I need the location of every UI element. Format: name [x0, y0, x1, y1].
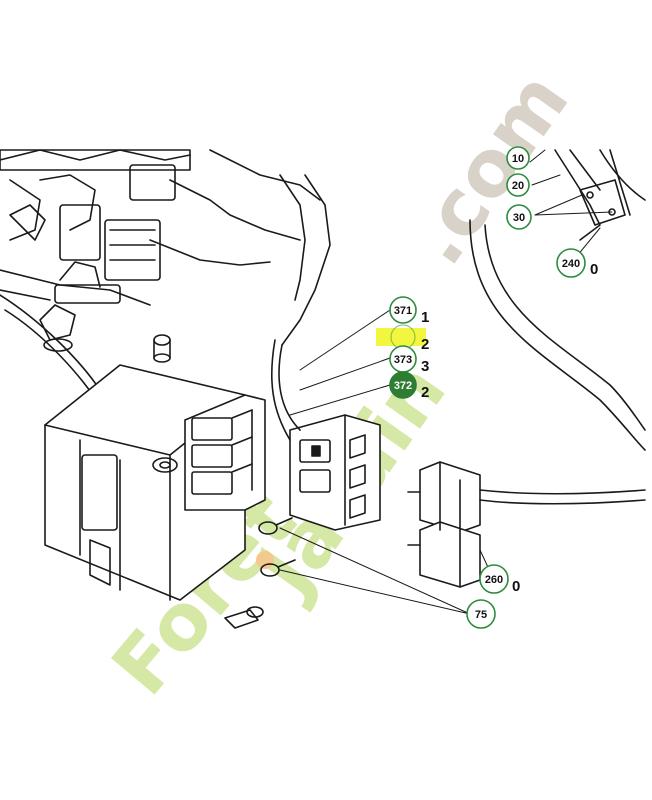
callout-372-qty: 2: [421, 384, 429, 401]
callout-371[interactable]: 371 1: [389, 296, 429, 326]
callout-20[interactable]: 20: [506, 173, 530, 197]
watermark-com: .com: [392, 57, 587, 281]
callout-20-number: 20: [512, 180, 524, 192]
callout-260-qty: 0: [512, 578, 520, 595]
callout-373[interactable]: 373 3: [389, 345, 429, 375]
callout-30[interactable]: 30: [506, 204, 532, 230]
callout-10-number: 10: [512, 153, 524, 165]
callout-373-qty: 3: [421, 358, 429, 375]
callout-372[interactable]: 372 2: [389, 371, 429, 401]
callout-371-qty: 1: [421, 309, 429, 326]
highlight-marker: [376, 328, 426, 346]
callouts: 10 20 30 240 0 371 1 2: [389, 146, 598, 629]
relay-260: [407, 461, 646, 588]
callout-30-number: 30: [513, 212, 525, 224]
callout-240-number: 240: [562, 258, 580, 270]
callout-10[interactable]: 10: [506, 146, 530, 170]
callout-highlighted-qty: 2: [421, 336, 429, 353]
screws: [224, 517, 296, 629]
callout-240-qty: 0: [590, 261, 598, 278]
callout-372-number: 372: [394, 380, 412, 392]
callout-260[interactable]: 260 0: [479, 564, 520, 595]
leader-lines: [279, 149, 613, 615]
callout-240[interactable]: 240 0: [556, 248, 598, 278]
line-art: [0, 149, 646, 629]
callout-75[interactable]: 75: [466, 599, 496, 629]
callout-75-number: 75: [475, 609, 487, 621]
relay-block: [270, 339, 381, 531]
callout-373-number: 373: [394, 354, 412, 366]
callout-371-number: 371: [394, 305, 412, 317]
watermark-dot: [256, 551, 274, 569]
pulley-240: [469, 149, 646, 451]
bolt-top: [153, 334, 171, 363]
callout-260-number: 260: [485, 574, 503, 586]
connector-stack: [184, 394, 266, 511]
